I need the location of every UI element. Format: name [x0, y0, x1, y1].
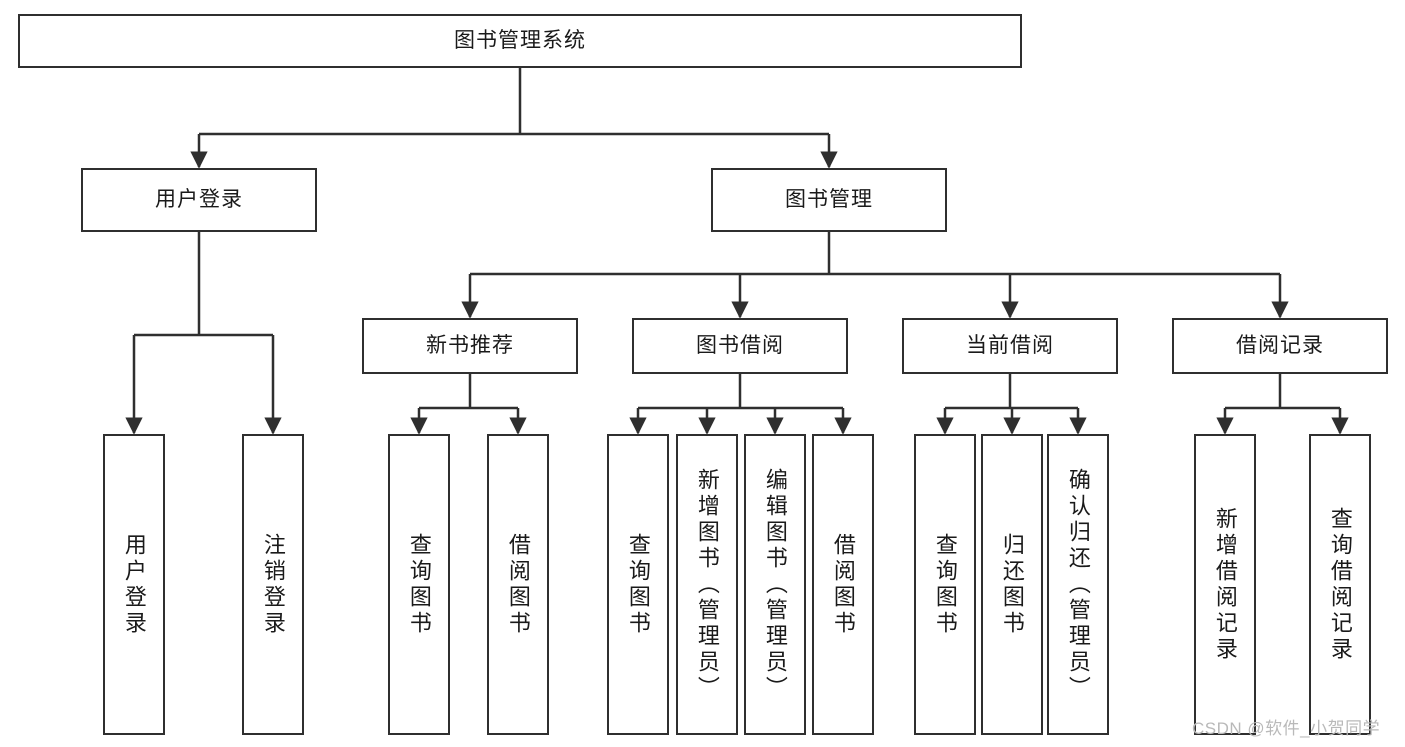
node-label: 借阅图书	[830, 532, 856, 637]
node-label: 确认归还（管理员）	[1065, 467, 1091, 702]
node-label: 图书管理系统	[454, 29, 586, 53]
node-current-borrow[interactable]: 当前借阅	[902, 318, 1118, 374]
node-label: 注销登录	[260, 532, 286, 637]
node-root[interactable]: 图书管理系统	[18, 14, 1022, 68]
node-label: 查询借阅记录	[1327, 506, 1353, 663]
node-leaf-add-borrow-record[interactable]: 新增借阅记录	[1194, 434, 1256, 735]
node-leaf-query-borrow-record[interactable]: 查询借阅记录	[1309, 434, 1371, 735]
node-leaf-user-logout[interactable]: 注销登录	[242, 434, 304, 735]
node-label: 查询图书	[625, 532, 651, 637]
node-label: 借阅记录	[1236, 334, 1324, 358]
node-leaf-confirm-return-admin[interactable]: 确认归还（管理员）	[1047, 434, 1109, 735]
node-leaf-return-book[interactable]: 归还图书	[981, 434, 1043, 735]
node-label: 新书推荐	[426, 334, 514, 358]
node-leaf-borrow-book[interactable]: 借阅图书	[812, 434, 874, 735]
edges	[125, 68, 1349, 435]
node-label: 用户登录	[155, 188, 243, 212]
node-label: 编辑图书（管理员）	[762, 467, 788, 702]
node-leaf-user-login[interactable]: 用户登录	[103, 434, 165, 735]
node-label: 新增借阅记录	[1212, 506, 1238, 663]
node-leaf-query-book-recommend[interactable]: 查询图书	[388, 434, 450, 735]
node-book-manage[interactable]: 图书管理	[711, 168, 947, 232]
node-label: 图书借阅	[696, 334, 784, 358]
node-leaf-borrow-book-recommend[interactable]: 借阅图书	[487, 434, 549, 735]
watermark: CSDN @软件_小贺同学	[1192, 719, 1381, 738]
node-label: 借阅图书	[505, 532, 531, 637]
node-label: 新增图书（管理员）	[694, 467, 720, 702]
node-label: 用户登录	[121, 532, 147, 637]
node-book-borrow[interactable]: 图书借阅	[632, 318, 848, 374]
node-leaf-query-book[interactable]: 查询图书	[607, 434, 669, 735]
node-label: 归还图书	[999, 532, 1025, 637]
node-label: 查询图书	[406, 532, 432, 637]
node-user-login[interactable]: 用户登录	[81, 168, 317, 232]
node-label: 当前借阅	[966, 334, 1054, 358]
node-leaf-edit-book-admin[interactable]: 编辑图书（管理员）	[744, 434, 806, 735]
node-borrow-record[interactable]: 借阅记录	[1172, 318, 1388, 374]
node-leaf-add-book-admin[interactable]: 新增图书（管理员）	[676, 434, 738, 735]
node-label: 查询图书	[932, 532, 958, 637]
node-new-book-recommend[interactable]: 新书推荐	[362, 318, 578, 374]
node-leaf-query-book-current[interactable]: 查询图书	[914, 434, 976, 735]
node-label: 图书管理	[785, 188, 873, 212]
